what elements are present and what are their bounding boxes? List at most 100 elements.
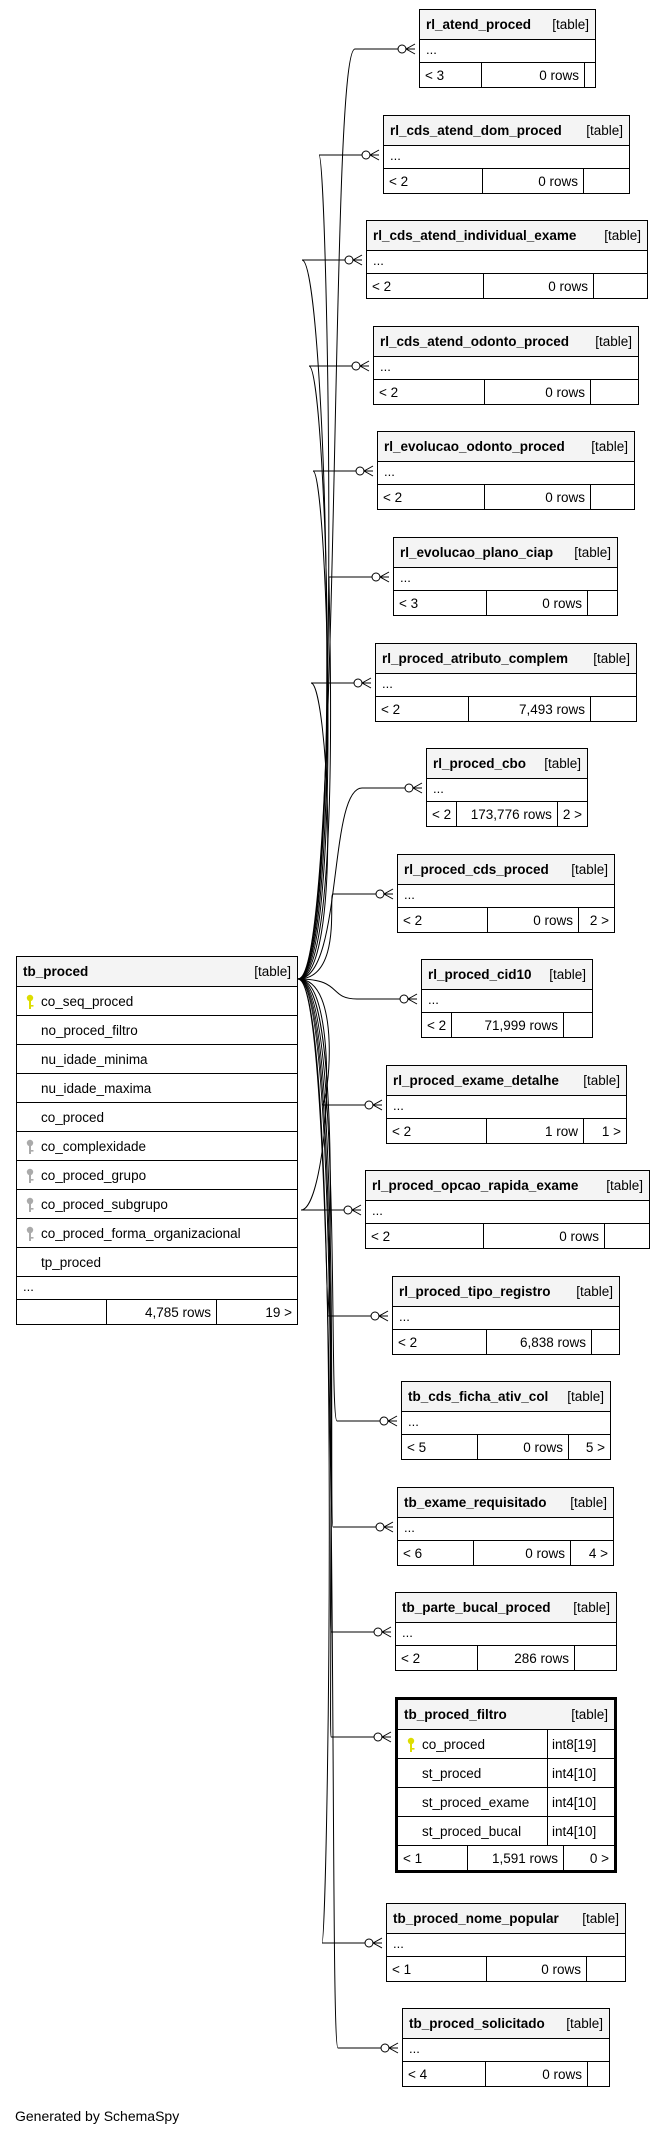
table-name[interactable]: tb_proced_solicitado bbox=[409, 2016, 545, 2031]
parents-count[interactable]: < 4 bbox=[403, 2062, 486, 2086]
column-row[interactable]: co_proced_subgrupo bbox=[17, 1190, 297, 1219]
table-name[interactable]: rl_cds_atend_dom_proced bbox=[390, 123, 562, 138]
table-header[interactable]: rl_atend_proced[table] bbox=[420, 10, 595, 40]
table-header[interactable]: tb_proced_solicitado[table] bbox=[403, 2009, 609, 2039]
table-header[interactable]: tb_cds_ficha_ativ_col[table] bbox=[402, 1382, 610, 1412]
column-row[interactable]: co_complexidade bbox=[17, 1132, 297, 1161]
column-name[interactable]: tp_proced bbox=[41, 1254, 102, 1270]
parents-count[interactable]: < 3 bbox=[394, 591, 487, 615]
parents-count[interactable]: < 2 bbox=[366, 1224, 484, 1248]
column-row[interactable]: nu_idade_maxima bbox=[17, 1074, 297, 1103]
column-row[interactable]: co_proced_forma_organizacional bbox=[17, 1219, 297, 1248]
children-count[interactable]: 1 > bbox=[583, 1119, 626, 1143]
table-header[interactable]: rl_proced_cds_proced[table] bbox=[398, 855, 614, 885]
table-header[interactable]: tb_exame_requisitado[table] bbox=[398, 1488, 613, 1518]
table-name[interactable]: tb_parte_bucal_proced bbox=[402, 1600, 551, 1615]
children-count[interactable]: 2 > bbox=[556, 802, 587, 826]
children-count[interactable] bbox=[591, 1330, 619, 1354]
children-count[interactable]: 4 > bbox=[570, 1541, 613, 1565]
parents-count[interactable]: < 2 bbox=[387, 1119, 487, 1143]
table-header[interactable]: rl_proced_cbo[table] bbox=[427, 749, 587, 779]
children-count[interactable] bbox=[574, 1646, 616, 1670]
table-name[interactable]: rl_cds_atend_odonto_proced bbox=[380, 334, 570, 349]
table-name[interactable]: rl_proced_tipo_registro bbox=[399, 1284, 551, 1299]
children-count[interactable] bbox=[586, 1957, 625, 1981]
children-count[interactable]: 2 > bbox=[578, 908, 614, 932]
children-count[interactable] bbox=[593, 274, 647, 298]
column-name[interactable]: no_proced_filtro bbox=[41, 1022, 138, 1038]
parents-count[interactable]: < 2 bbox=[374, 380, 485, 404]
parents-count[interactable]: < 3 bbox=[420, 63, 482, 87]
column-name[interactable]: nu_idade_minima bbox=[41, 1051, 148, 1067]
table-name[interactable]: tb_proced bbox=[23, 964, 89, 979]
table-name[interactable]: rl_proced_opcao_rapida_exame bbox=[372, 1178, 579, 1193]
parents-count[interactable]: < 1 bbox=[387, 1957, 487, 1981]
table-header[interactable]: rl_proced_cid10[table] bbox=[422, 960, 592, 990]
column-row[interactable]: co_seq_proced bbox=[17, 987, 297, 1016]
table-name[interactable]: rl_proced_cds_proced bbox=[404, 862, 549, 877]
parents-count[interactable]: < 2 bbox=[376, 697, 469, 721]
children-count[interactable] bbox=[587, 591, 617, 615]
column-name[interactable]: nu_idade_maxima bbox=[41, 1080, 152, 1096]
table-box-rl-proced-opcao-rapida-exame[interactable]: rl_proced_opcao_rapida_exame[table]...< … bbox=[365, 1170, 650, 1249]
children-count[interactable] bbox=[590, 485, 634, 509]
table-header[interactable]: rl_evolucao_odonto_proced[table] bbox=[378, 432, 634, 462]
parents-count[interactable]: < 2 bbox=[378, 485, 485, 509]
column-name[interactable]: st_proced_exame bbox=[422, 1794, 530, 1810]
table-name[interactable]: rl_proced_cid10 bbox=[428, 967, 532, 982]
column-name[interactable]: co_proced bbox=[41, 1109, 105, 1125]
parents-count[interactable]: < 2 bbox=[396, 1646, 478, 1670]
parents-count[interactable]: < 2 bbox=[393, 1330, 487, 1354]
table-header[interactable]: rl_cds_atend_individual_exame[table] bbox=[367, 221, 647, 251]
table-header[interactable]: rl_evolucao_plano_ciap[table] bbox=[394, 538, 617, 568]
column-name[interactable]: co_complexidade bbox=[41, 1138, 147, 1154]
column-row[interactable]: co_proced_grupo bbox=[17, 1161, 297, 1190]
children-count[interactable] bbox=[563, 1013, 592, 1037]
column-row[interactable]: no_proced_filtro bbox=[17, 1016, 297, 1045]
table-header[interactable]: rl_proced_exame_detalhe[table] bbox=[387, 1066, 626, 1096]
table-name[interactable]: tb_exame_requisitado bbox=[404, 1495, 547, 1510]
parents-count[interactable]: < 1 bbox=[398, 1846, 468, 1870]
column-name[interactable]: co_proced_grupo bbox=[41, 1167, 147, 1183]
table-name[interactable]: tb_proced_filtro bbox=[404, 1707, 507, 1722]
table-box-rl-cds-atend-individual-exame[interactable]: rl_cds_atend_individual_exame[table]...<… bbox=[366, 220, 648, 299]
column-name[interactable]: st_proced bbox=[422, 1765, 482, 1781]
parents-count[interactable]: < 2 bbox=[384, 169, 483, 193]
table-name[interactable]: rl_atend_proced bbox=[426, 17, 532, 32]
children-count[interactable] bbox=[584, 63, 595, 87]
parents-count[interactable]: < 6 bbox=[398, 1541, 474, 1565]
table-header[interactable]: tb_proced[table] bbox=[17, 957, 297, 987]
children-count[interactable] bbox=[604, 1224, 649, 1248]
table-name[interactable]: rl_proced_exame_detalhe bbox=[393, 1073, 559, 1088]
table-name[interactable]: rl_evolucao_odonto_proced bbox=[384, 439, 565, 454]
column-name[interactable]: st_proced_bucal bbox=[422, 1823, 522, 1839]
table-header[interactable]: rl_cds_atend_dom_proced[table] bbox=[384, 116, 629, 146]
table-name[interactable]: tb_proced_nome_popular bbox=[393, 1911, 559, 1926]
column-name[interactable]: co_proced_forma_organizacional bbox=[41, 1225, 241, 1241]
table-name[interactable]: rl_evolucao_plano_ciap bbox=[400, 545, 554, 560]
column-row[interactable]: co_proced bbox=[17, 1103, 297, 1132]
children-count[interactable]: 0 > bbox=[589, 1850, 609, 1866]
column-row[interactable]: nu_idade_minima bbox=[17, 1045, 297, 1074]
parents-count[interactable]: < 2 bbox=[427, 802, 457, 826]
table-header[interactable]: rl_proced_opcao_rapida_exame[table] bbox=[366, 1171, 649, 1201]
table-name[interactable]: rl_cds_atend_individual_exame bbox=[373, 228, 577, 243]
table-name[interactable]: rl_proced_cbo bbox=[433, 756, 527, 771]
